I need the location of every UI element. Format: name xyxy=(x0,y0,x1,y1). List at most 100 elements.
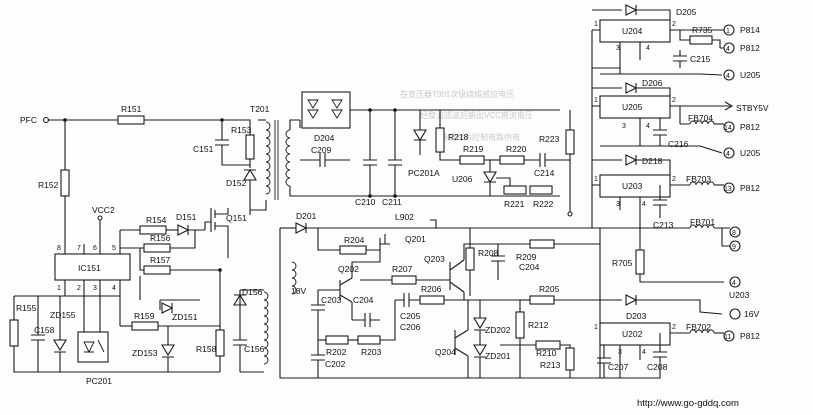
resistor-r219 xyxy=(459,155,485,165)
r209-label: R209 xyxy=(516,252,537,262)
u203-block xyxy=(599,174,671,198)
resistor-r202 xyxy=(325,335,349,345)
c216-label: C216 xyxy=(668,139,689,149)
d203-label: D203 xyxy=(626,311,647,321)
connector-1 xyxy=(723,24,735,36)
r155-label: R155 xyxy=(16,303,37,313)
resistor-r155 xyxy=(9,319,19,347)
svg-text:1: 1 xyxy=(594,97,598,104)
fb701-label: FB701 xyxy=(690,217,715,227)
connector-13 xyxy=(723,182,735,194)
u205-out-a-label: U205 xyxy=(740,70,761,80)
ghost-text-2: 经整流滤波后输出VCC直流电压 xyxy=(420,110,533,120)
q151-label: Q151 xyxy=(226,213,247,223)
r213-label: R213 xyxy=(540,360,561,370)
c210-label: C210 xyxy=(355,197,376,207)
u205-label: U205 xyxy=(622,102,643,112)
q201-label: Q201 xyxy=(405,234,426,244)
connector-9 xyxy=(729,240,741,252)
r208-label: R208 xyxy=(478,248,499,258)
r223-label: R223 xyxy=(539,134,560,144)
d218-label: D218 xyxy=(642,156,663,166)
d156-label: D156 xyxy=(242,287,263,297)
connector-16v xyxy=(729,308,741,320)
pc201a-label: PC201A xyxy=(408,168,440,178)
d204-label: D204 xyxy=(314,133,335,143)
u203-out-label: U203 xyxy=(729,290,750,300)
ghost-text-1: 在变压器T901次级绕组感应电压 xyxy=(400,89,514,99)
resistor-r735 xyxy=(689,35,713,45)
r219-label: R219 xyxy=(463,144,484,154)
connector-4d xyxy=(729,276,741,288)
watermark: http://www.go-gddq.com xyxy=(637,398,739,409)
svg-text:4: 4 xyxy=(726,151,730,158)
u202-block xyxy=(599,322,671,346)
c158-label: C158 xyxy=(34,325,55,335)
r210-label: R210 xyxy=(536,348,557,358)
svg-text:4: 4 xyxy=(646,123,650,130)
ic151-block xyxy=(54,253,131,281)
svg-text:2: 2 xyxy=(672,176,676,183)
r735-label: R735 xyxy=(692,25,713,35)
r153-label: R153 xyxy=(231,125,252,135)
resistor-r206 xyxy=(419,295,445,305)
zd201-label: ZD201 xyxy=(485,351,511,361)
svg-text:8: 8 xyxy=(732,230,736,237)
resistor-r209 xyxy=(529,239,555,249)
r705-label: R705 xyxy=(612,258,633,268)
svg-text:1: 1 xyxy=(57,285,61,292)
svg-text:4: 4 xyxy=(642,201,646,208)
svg-text:1: 1 xyxy=(594,324,598,331)
u204-block xyxy=(599,19,671,43)
resistor-r705 xyxy=(635,249,645,275)
c202-label: C202 xyxy=(325,359,346,369)
c156-label: C156 xyxy=(244,344,265,354)
svg-text:1: 1 xyxy=(594,176,598,183)
c215-label: C215 xyxy=(690,54,711,64)
u203-label: U203 xyxy=(622,181,643,191)
stby-label: STBY5V xyxy=(736,103,769,113)
d151-label: D151 xyxy=(176,212,197,222)
fb702-label: FB702 xyxy=(686,322,711,332)
pc201-block xyxy=(77,331,109,363)
d202-label: ZD202 xyxy=(485,325,511,335)
resistor-r156 xyxy=(143,243,171,253)
resistor-r213 xyxy=(565,347,575,371)
svg-text:4: 4 xyxy=(726,73,730,80)
resistor-r205 xyxy=(529,295,555,305)
u206-label: U206 xyxy=(452,174,473,184)
svg-text:14: 14 xyxy=(724,125,732,132)
svg-text:2: 2 xyxy=(77,285,81,292)
svg-text:6: 6 xyxy=(93,245,97,252)
resistor-r218 xyxy=(435,127,445,153)
p812-b-label: P812 xyxy=(740,122,760,132)
svg-text:3: 3 xyxy=(622,123,626,130)
r158-label: R158 xyxy=(196,344,217,354)
ghost-text-3: 待机时为控制电路供电 xyxy=(440,132,520,142)
r154-label: R154 xyxy=(146,215,167,225)
d201-label: D201 xyxy=(296,211,317,221)
u205-block xyxy=(599,95,671,119)
q202-label: Q202 xyxy=(338,264,359,274)
svg-text:1: 1 xyxy=(594,21,598,28)
fb703-label: FB703 xyxy=(686,174,711,184)
connector-14 xyxy=(723,121,735,133)
r218-label: R218 xyxy=(448,132,469,142)
svg-text:9: 9 xyxy=(732,244,736,251)
pfc-terminal xyxy=(42,116,50,124)
d206-label: D206 xyxy=(642,78,663,88)
connector-11 xyxy=(723,330,735,342)
r206-label: R206 xyxy=(421,284,442,294)
svg-text:4: 4 xyxy=(646,45,650,52)
c151-label: C151 xyxy=(193,144,214,154)
fb704-label: FB704 xyxy=(688,113,713,123)
svg-text:5: 5 xyxy=(112,245,116,252)
u205-out-b-label: U205 xyxy=(740,148,761,158)
pfc-label: PFC xyxy=(20,115,37,125)
d152-label: D152 xyxy=(226,178,247,188)
r152-label: R152 xyxy=(38,180,59,190)
c213-label: C213 xyxy=(653,220,674,230)
connector-4b xyxy=(723,69,735,81)
c207-label: C207 xyxy=(608,362,629,372)
